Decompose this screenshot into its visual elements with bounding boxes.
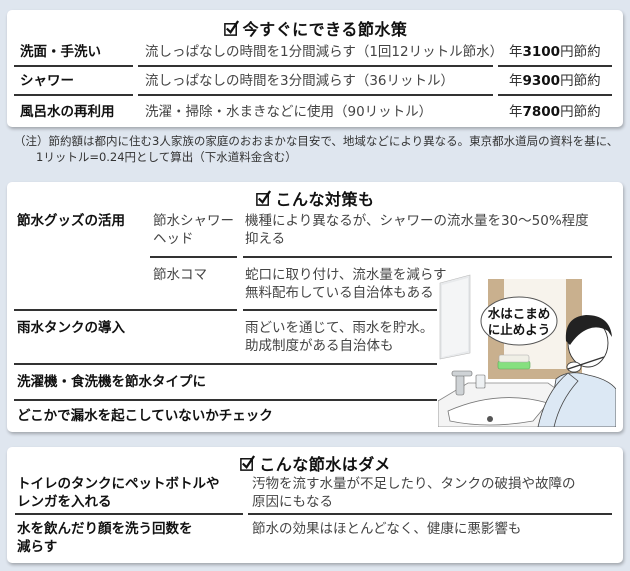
measure-desc: 機種により異なるが、シャワーの流水量を30～50%程度 抑える — [245, 213, 589, 247]
checkbox-icon — [240, 455, 256, 471]
tip-action: 流しっぱなしの時間を3分間減らす（36リットル） — [145, 73, 454, 89]
tip-action: 流しっぱなしの時間を1分間減らす（1回12リットル節水） — [145, 44, 504, 60]
panel-quick-tips: 今すぐにできる節水策 洗面・手洗い 流しっぱなしの時間を1分間減らす（1回12リ… — [7, 10, 623, 127]
divider — [138, 94, 493, 96]
bad-practice-item: トイレのタンクにペットボトルや レンガを入れる — [17, 476, 220, 510]
measure-category: 洗濯機・食洗機を節水タイプに — [17, 374, 206, 390]
divider — [14, 309, 237, 311]
tip-amount: 年3100円節約 — [509, 44, 601, 60]
tip-amount: 年9300円節約 — [509, 73, 601, 89]
bathroom-illustration: 水はこまめ に止めよう — [437, 271, 617, 428]
divider — [498, 94, 612, 96]
divider — [243, 256, 612, 258]
divider — [14, 363, 437, 365]
divider — [14, 65, 133, 67]
panel-other-measures-title: こんな対策も — [7, 186, 623, 210]
divider — [14, 94, 133, 96]
speech-bubble: 水はこまめ に止めよう — [487, 306, 551, 337]
divider — [498, 65, 612, 67]
bad-practice-reason: 汚物を流す水量が不足したり、タンクの破損や故障の 原因にもなる — [252, 476, 576, 510]
man-brushing-teeth-icon — [437, 274, 617, 428]
checkbox-icon — [223, 20, 239, 36]
divider — [243, 309, 437, 311]
divider — [248, 513, 612, 515]
footnote: （注）節約額は都内に住む3人家族の家庭のおおまかな目安で、地域などにより異なる。… — [14, 134, 619, 164]
measure-sub: 節水シャワー ヘッド — [153, 213, 234, 247]
tip-item: シャワー — [20, 73, 74, 89]
bad-practice-reason: 節水の効果はほとんどなく、健康に悪影響も — [252, 521, 522, 537]
measure-category: どこかで漏水を起こしていないかチェック — [17, 408, 273, 424]
tip-amount: 年7800円節約 — [509, 104, 601, 120]
tip-item: 風呂水の再利用 — [20, 104, 115, 120]
divider — [150, 256, 237, 258]
divider — [138, 65, 493, 67]
tip-action: 洗濯・掃除・水まきなどに使用（90リットル） — [145, 104, 433, 120]
bad-practice-item: 水を飲んだり顔を洗う回数を 減らす — [17, 521, 193, 555]
measure-desc: 蛇口に取り付け、流水量を減らす 無料配布している自治体もある — [245, 267, 447, 301]
tip-item: 洗面・手洗い — [20, 44, 101, 60]
panel-quick-tips-title: 今すぐにできる節水策 — [7, 16, 623, 40]
divider — [15, 513, 243, 515]
measure-category: 節水グッズの活用 — [17, 213, 125, 229]
panel-bad-practices-title: こんな節水はダメ — [7, 451, 623, 475]
measure-sub: 節水コマ — [153, 267, 207, 283]
divider — [14, 399, 437, 401]
measure-desc: 雨どいを通じて、雨水を貯水。 助成制度がある自治体も — [245, 320, 434, 354]
measure-category: 雨水タンクの導入 — [17, 320, 125, 336]
panel-bad-practices: こんな節水はダメ トイレのタンクにペットボトルや レンガを入れる 汚物を流す水量… — [7, 447, 623, 563]
checkbox-icon — [256, 190, 272, 206]
